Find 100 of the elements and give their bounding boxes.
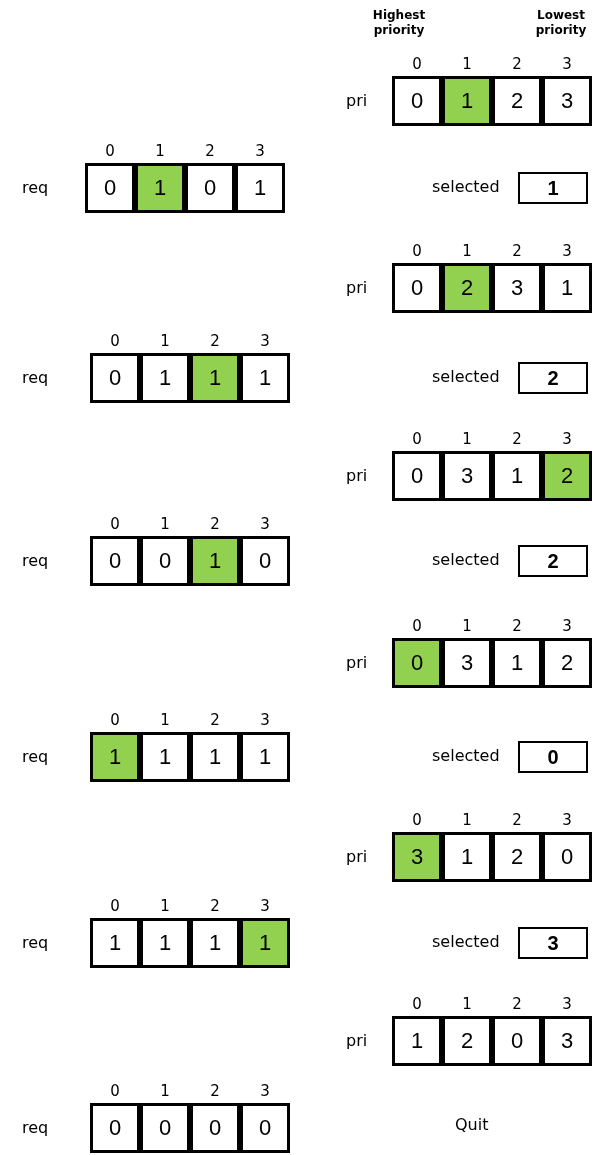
quit-label: Quit bbox=[455, 1116, 489, 1134]
index-number: 3 bbox=[259, 515, 271, 533]
selected-label: selected bbox=[432, 747, 500, 765]
row-label: req bbox=[22, 1119, 49, 1137]
array-cell: 0 bbox=[90, 536, 140, 586]
array-cell: 3 bbox=[542, 1016, 592, 1066]
index-number: 0 bbox=[109, 1082, 121, 1100]
array-cell: 0 bbox=[190, 1103, 240, 1153]
index-number: 0 bbox=[109, 332, 121, 350]
index-number: 3 bbox=[259, 711, 271, 729]
index-number: 2 bbox=[209, 332, 221, 350]
array-cell: 0 bbox=[492, 1016, 542, 1066]
index-number: 1 bbox=[159, 897, 171, 915]
row-label: pri bbox=[346, 467, 368, 485]
index-number: 3 bbox=[259, 897, 271, 915]
index-number: 1 bbox=[461, 430, 473, 448]
selected-value-box: 2 bbox=[518, 545, 588, 577]
array-cell: 0 bbox=[185, 163, 235, 213]
index-number: 2 bbox=[209, 711, 221, 729]
index-number: 3 bbox=[259, 1082, 271, 1100]
highlighted-array-cell: 3 bbox=[392, 832, 442, 882]
highlighted-array-cell: 0 bbox=[392, 638, 442, 688]
array-cell: 2 bbox=[442, 1016, 492, 1066]
row-label: req bbox=[22, 369, 49, 387]
index-number: 3 bbox=[561, 55, 573, 73]
array-cell: 1 bbox=[140, 918, 190, 968]
array-cell: 1 bbox=[90, 918, 140, 968]
row-label: req bbox=[22, 179, 49, 197]
highlighted-array-cell: 1 bbox=[135, 163, 185, 213]
index-number: 2 bbox=[209, 1082, 221, 1100]
column-heading: Lowest priority bbox=[534, 8, 588, 38]
array-cell: 0 bbox=[392, 451, 442, 501]
index-number: 0 bbox=[411, 617, 423, 635]
highlighted-array-cell: 1 bbox=[190, 353, 240, 403]
index-number: 2 bbox=[511, 55, 523, 73]
index-number: 0 bbox=[411, 242, 423, 260]
index-number: 0 bbox=[109, 897, 121, 915]
index-number: 1 bbox=[461, 617, 473, 635]
array-cell: 1 bbox=[442, 832, 492, 882]
array-cell: 3 bbox=[542, 76, 592, 126]
index-number: 1 bbox=[154, 142, 166, 160]
selected-value-box: 1 bbox=[518, 172, 588, 204]
index-number: 1 bbox=[159, 332, 171, 350]
array-cell: 1 bbox=[492, 451, 542, 501]
array-cell: 1 bbox=[392, 1016, 442, 1066]
array-cell: 0 bbox=[240, 536, 290, 586]
index-number: 3 bbox=[561, 430, 573, 448]
index-number: 2 bbox=[511, 242, 523, 260]
selected-value-box: 2 bbox=[518, 362, 588, 394]
index-number: 3 bbox=[561, 242, 573, 260]
row-label: req bbox=[22, 748, 49, 766]
selected-value-box: 0 bbox=[518, 741, 588, 773]
array-cell: 2 bbox=[492, 832, 542, 882]
selected-label: selected bbox=[432, 368, 500, 386]
array-cell: 1 bbox=[542, 263, 592, 313]
array-cell: 0 bbox=[90, 353, 140, 403]
row-label: req bbox=[22, 552, 49, 570]
highlighted-array-cell: 2 bbox=[542, 451, 592, 501]
array-cell: 0 bbox=[90, 1103, 140, 1153]
index-number: 2 bbox=[209, 515, 221, 533]
index-number: 2 bbox=[511, 617, 523, 635]
selected-label: selected bbox=[432, 178, 500, 196]
row-label: pri bbox=[346, 1032, 368, 1050]
selected-label: selected bbox=[432, 933, 500, 951]
index-number: 3 bbox=[254, 142, 266, 160]
index-number: 2 bbox=[511, 811, 523, 829]
array-cell: 0 bbox=[240, 1103, 290, 1153]
array-cell: 0 bbox=[392, 76, 442, 126]
selected-label: selected bbox=[432, 551, 500, 569]
highlighted-array-cell: 1 bbox=[190, 536, 240, 586]
index-number: 1 bbox=[461, 55, 473, 73]
highlighted-array-cell: 1 bbox=[442, 76, 492, 126]
highlighted-array-cell: 2 bbox=[442, 263, 492, 313]
array-cell: 3 bbox=[442, 638, 492, 688]
array-cell: 1 bbox=[190, 732, 240, 782]
array-cell: 0 bbox=[140, 1103, 190, 1153]
index-number: 2 bbox=[204, 142, 216, 160]
index-number: 0 bbox=[411, 430, 423, 448]
index-number: 0 bbox=[411, 995, 423, 1013]
index-number: 3 bbox=[561, 617, 573, 635]
row-label: pri bbox=[346, 92, 368, 110]
index-number: 2 bbox=[209, 897, 221, 915]
row-label: pri bbox=[346, 279, 368, 297]
row-label: pri bbox=[346, 848, 368, 866]
array-cell: 0 bbox=[140, 536, 190, 586]
highlighted-array-cell: 1 bbox=[90, 732, 140, 782]
index-number: 2 bbox=[511, 430, 523, 448]
highlighted-array-cell: 1 bbox=[240, 918, 290, 968]
column-heading: Highest priority bbox=[371, 8, 427, 38]
array-cell: 1 bbox=[235, 163, 285, 213]
index-number: 1 bbox=[159, 515, 171, 533]
index-number: 1 bbox=[461, 242, 473, 260]
array-cell: 1 bbox=[240, 353, 290, 403]
array-cell: 0 bbox=[85, 163, 135, 213]
row-label: req bbox=[22, 934, 49, 952]
index-number: 1 bbox=[159, 1082, 171, 1100]
array-cell: 2 bbox=[542, 638, 592, 688]
array-cell: 0 bbox=[542, 832, 592, 882]
index-number: 0 bbox=[109, 711, 121, 729]
index-number: 0 bbox=[411, 55, 423, 73]
